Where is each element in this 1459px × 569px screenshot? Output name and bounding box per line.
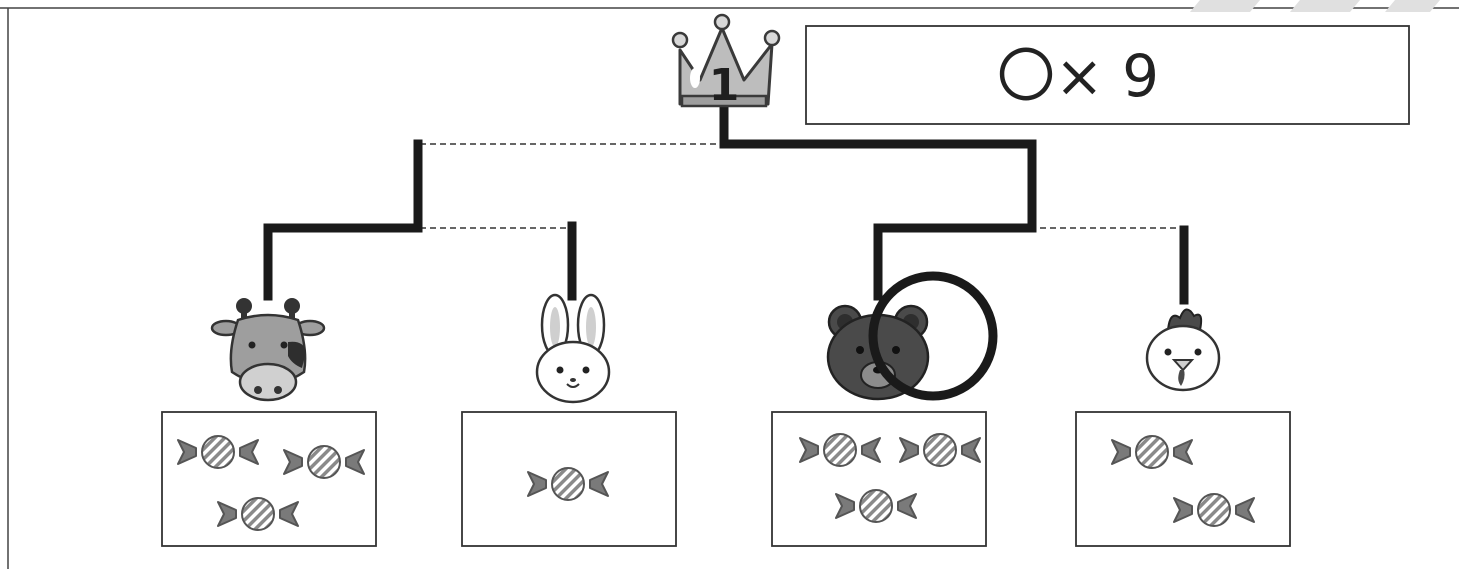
cow-advance-line: [268, 144, 418, 296]
score-text: 〇× 9: [997, 42, 1159, 110]
score-box: 〇× 9: [806, 26, 1409, 124]
bear-candy-box: [772, 412, 986, 546]
crown-rank: 1: [709, 60, 740, 111]
chicken-icon: [1147, 309, 1219, 390]
bear-advance-line: [724, 104, 1032, 296]
crown-icon: 1: [673, 15, 779, 111]
rabbit-candy-box: [462, 412, 676, 546]
cow-icon: [212, 298, 324, 400]
cow-candy-box: [162, 412, 376, 546]
dashed-guides: [420, 144, 1184, 228]
bracket-lines: [268, 104, 1184, 300]
rabbit-icon: [537, 295, 609, 402]
chicken-candy-box: [1076, 412, 1290, 546]
